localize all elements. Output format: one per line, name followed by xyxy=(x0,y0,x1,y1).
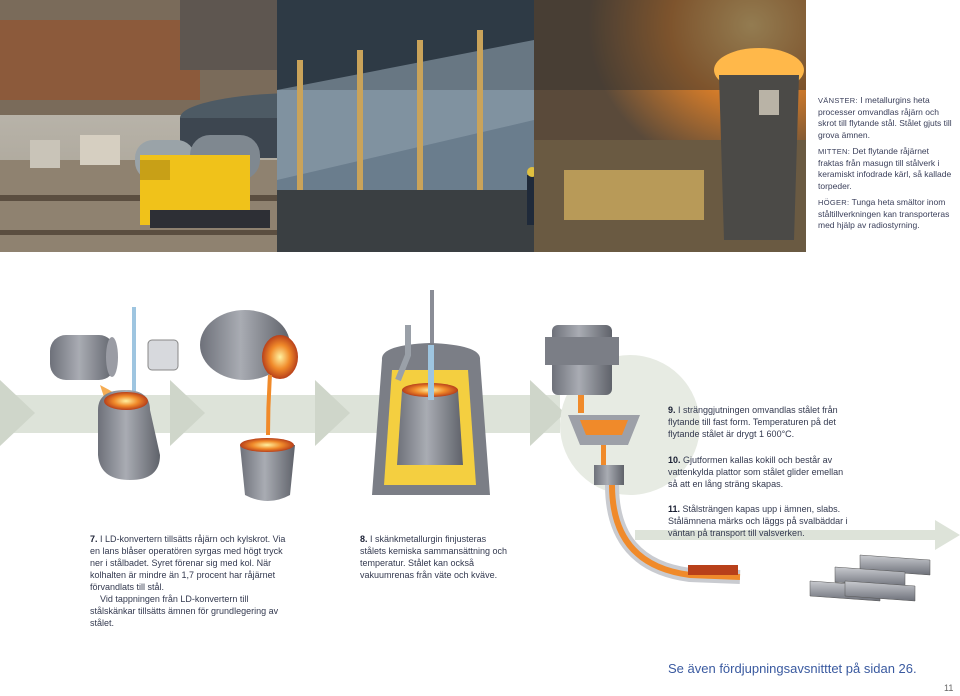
ladle-metallurgy-illustration xyxy=(372,290,490,495)
page-number: 11 xyxy=(944,683,954,693)
step-10-text: 10. Gjutformen kallas kokill och består … xyxy=(668,455,844,489)
caption-left: VÄNSTER: I metallurgins heta processer o… xyxy=(818,95,952,140)
step-8-text: 8. I skänkmetallurgin finjusteras stålet… xyxy=(360,534,508,580)
caption-right: HÖGER: Tunga heta smältor inom ståltillv… xyxy=(818,197,950,230)
caption-mid: MITTEN: Det flytande råjärnet fraktas fr… xyxy=(818,146,952,191)
photo-glowing-ladle xyxy=(534,0,806,252)
footer-reference: Se även fördjupningsavsnitttet på sidan … xyxy=(668,661,917,676)
ld-converter-illustration xyxy=(50,307,298,501)
step-11-text: 11. Stålsträngen kapas upp i ämnen, slab… xyxy=(668,504,848,538)
process-diagram xyxy=(0,290,960,602)
photo-steelworks-torpedo xyxy=(0,0,277,252)
step-7-text: 7. I LD-konvertern tillsätts råjärn och … xyxy=(90,534,286,628)
step-9-text: 9. I stränggjutningen omvandlas stålet f… xyxy=(668,405,838,439)
continuous-casting-illustration xyxy=(545,325,931,602)
photo-caption: VÄNSTER: I metallurgins heta processer o… xyxy=(818,95,953,237)
photo-ladle-hall xyxy=(277,0,534,252)
